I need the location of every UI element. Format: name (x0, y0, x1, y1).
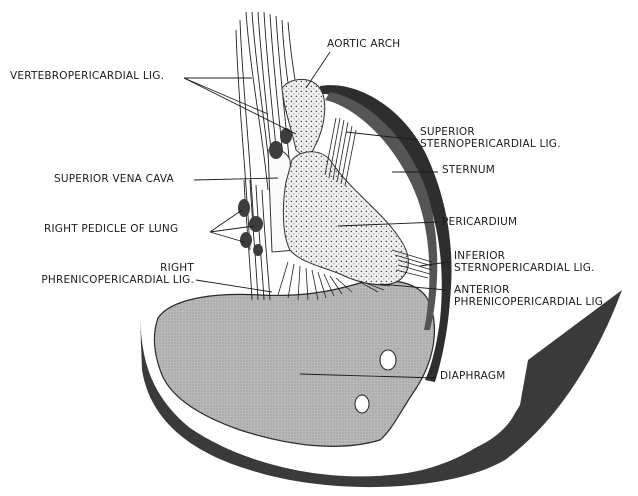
inferior-sternopericardial-line2: STERNOPERICARDIAL LIG. (454, 262, 595, 274)
superior-sternopericardial-line1: SUPERIOR (420, 126, 475, 138)
diaphragm-rim-bumps (354, 349, 397, 414)
label-sternum: STERNUM (442, 164, 495, 176)
sternum-band (320, 85, 452, 382)
inferior-sternopericardial-fibres (391, 249, 433, 279)
lung-pedicle-nodes (238, 128, 292, 256)
superior-sternopericardial-line2: STERNOPERICARDIAL LIG. (420, 138, 561, 150)
right-phrenicopericardial-line2: PHRENICOPERICARDIAL LIG. (41, 274, 194, 286)
superior-sternopericardial-fibres (324, 117, 357, 187)
superior-vena-cava-text: SUPERIOR VENA CAVA (54, 173, 174, 185)
inferior-sternopericardial-line1: INFERIOR (454, 250, 506, 262)
aortic-arch-text: AORTIC ARCH (327, 38, 401, 50)
label-superior-vena-cava: SUPERIOR VENA CAVA (54, 173, 174, 185)
label-superior-sternopericardial: SUPERIOR STERNOPERICARDIAL LIG. (420, 126, 561, 150)
label-inferior-sternopericardial: INFERIOR STERNOPERICARDIAL LIG. (454, 250, 595, 274)
right-pedicle-text: RIGHT PEDICLE OF LUNG (44, 223, 179, 235)
vertebropericardial-text: VERTEBROPERICARDIAL LIG. (10, 70, 165, 82)
right-phrenicopericardial-line1: RIGHT (160, 262, 194, 274)
label-pericardium: PERICARDIUM (442, 216, 517, 228)
sternum-text: STERNUM (442, 164, 496, 176)
label-diaphragm: DIAPHRAGM (440, 370, 505, 382)
phrenicopericardial-fibres (277, 261, 391, 301)
pericardium-sac (282, 151, 409, 286)
label-aortic-arch: AORTIC ARCH (327, 38, 400, 50)
leader-lines (183, 51, 449, 379)
diaphragm-outer-rim (140, 290, 622, 488)
diaphragm-text: DIAPHRAGM (440, 370, 506, 382)
label-right-pedicle: RIGHT PEDICLE OF LUNG (44, 223, 178, 235)
anterior-phrenicopericardial-line1: ANTERIOR (454, 284, 510, 296)
pericardium-text: PERICARDIUM (442, 216, 518, 228)
label-right-phrenicopericardial: RIGHT PHRENICOPERICARDIAL LIG. (18, 262, 194, 286)
label-vertebropericardial: VERTEBROPERICARDIAL LIG. (10, 70, 164, 82)
label-anterior-phrenicopericardial: ANTERIOR PHRENICOPERICARDIAL LIG. (454, 284, 607, 308)
anterior-phrenicopericardial-line2: PHRENICOPERICARDIAL LIG. (454, 296, 607, 308)
aortic-arch (281, 79, 326, 161)
